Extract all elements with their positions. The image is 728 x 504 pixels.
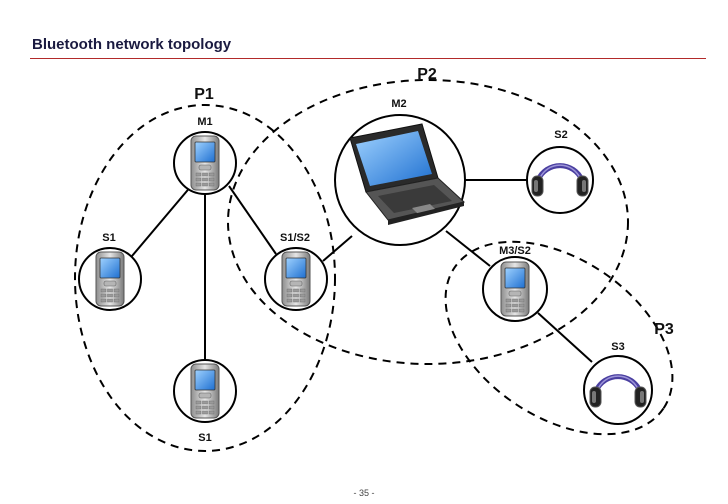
mobile-phone-icon [500,261,530,317]
piconet-p2-boundary [227,79,629,365]
link-m1-s1s2 [228,185,277,255]
node-s2 [526,146,594,214]
mobile-phone-icon [95,251,125,307]
label-s1s2: S1/S2 [280,232,310,244]
link-m1-s1-left [131,184,193,257]
piconet-p3-boundary [444,240,674,436]
page-number: - 35 - [353,488,375,498]
label-m1: M1 [197,116,212,128]
label-s2: S2 [554,129,567,141]
connection-lines [131,179,593,363]
label-s3: S3 [611,341,624,353]
label-piconet-p2: P2 [417,66,437,83]
label-piconet-p3: P3 [654,321,674,338]
page-title: Bluetooth network topology [32,36,232,53]
link-m3s2-s3 [537,312,593,363]
label-piconet-p1: P1 [194,86,214,103]
mobile-phone-icon [190,363,220,419]
node-s3 [583,355,653,425]
link-s1s2-m2 [322,235,353,262]
piconet-p1-boundary [74,104,336,452]
label-s1-bottom: S1 [198,432,211,444]
label-m2: M2 [391,98,406,110]
title-divider [30,58,706,59]
laptop-icon [349,123,466,225]
link-m2-m3s2 [445,230,491,267]
label-s1-left: S1 [102,232,115,244]
mobile-phone-icon [281,251,311,307]
label-m3s2: M3/S2 [499,245,531,257]
mobile-phone-icon [190,135,220,191]
